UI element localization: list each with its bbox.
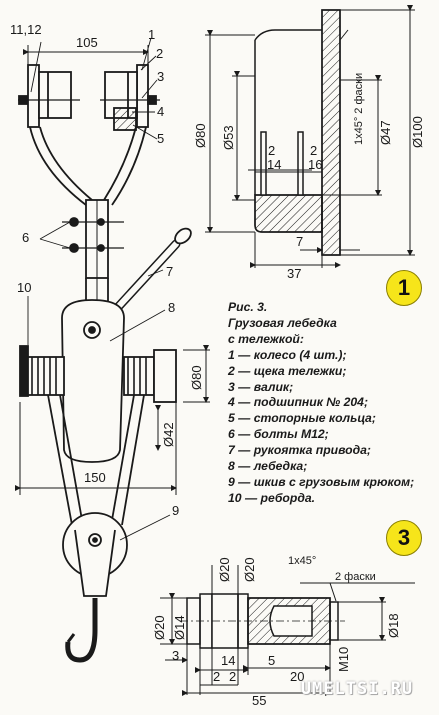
wheel-dim-total-width: 37 [287,266,301,281]
shaft-drawing [160,565,415,696]
wheel-dim-groove-right-width: 2 [310,143,317,158]
dim-pulley-diameter: Ø42 [161,422,176,447]
caption-item: 2 — щека тележки; [228,363,347,378]
shaft-dim-d14: Ø14 [172,615,187,640]
label-part-10: 10 [17,280,31,295]
caption-item: 4 — подшипник № 204; [228,395,369,410]
caption-item: 7 — рукоятка привода; [228,443,371,458]
caption-item: 3 — валик; [228,379,294,394]
label-part-3: 3 [157,69,164,84]
caption-item: 8 — лебедка; [228,459,308,474]
caption-subtitle-2: с тележкой: [228,331,304,346]
label-part-8: 8 [168,300,175,315]
label-part-4: 4 [157,104,164,119]
caption-title: Рис. 3. [228,300,268,314]
label-part-5: 5 [157,131,164,146]
caption-item: 1 — колесо (4 шт.); [228,347,347,362]
caption-item: 5 — стопорные кольца; [228,411,376,426]
shaft-dim-d20-b: Ø20 [242,557,257,582]
label-part-2: 2 [156,46,163,61]
label-part-11-12: 11,12 [10,22,42,37]
label-part-9: 9 [172,503,179,518]
caption-item: 9 — шкив с грузовым крюком; [228,474,415,489]
shaft-dim-thread: М10 [336,647,351,672]
dim-top-width: 105 [76,35,98,50]
label-part-7: 7 [166,264,173,279]
figure-badge-wheel: 1 [386,270,422,306]
wheel-dim-d100: Ø100 [410,116,425,148]
watermark-logo: UMELTSI.RU [300,679,414,699]
wheel-dim-groove-right-offset: 16 [308,157,322,172]
shaft-dim-g2b: 2 [229,669,236,684]
caption-subtitle-1: Грузовая лебедка [228,315,337,330]
shaft-dim-d20-a: Ø20 [217,557,232,582]
label-part-1: 1 [148,27,155,42]
figure-caption: Рис. 3. Грузовая лебедка с тележкой: 1 —… [228,300,438,507]
dim-drum-diameter: Ø80 [189,365,204,390]
shaft-dim-chamfer-2: 2 фаски [335,571,376,583]
caption-item: 6 — болты М12; [228,427,329,442]
shaft-dim-d20-left: Ø20 [152,615,167,640]
shaft-dim-l5: 5 [268,653,275,668]
shaft-dim-chamfer-1: 1x45° [288,555,316,567]
shaft-dim-g2a: 2 [213,669,220,684]
wheel-drawing [205,5,415,268]
label-part-6: 6 [22,230,29,245]
caption-item: 10 — реборда. [228,490,316,505]
shaft-dim-d18: Ø18 [386,613,401,638]
wheel-dim-groove-left-offset: 14 [267,157,281,172]
wheel-dim-chamfer: 1x45° 2 фаски [353,73,365,145]
wheel-dim-groove-left-width: 2 [268,143,275,158]
wheel-dim-d47: Ø47 [378,120,393,145]
shaft-dim-l14: 14 [221,653,235,668]
wheel-dim-rim-offset: 7 [296,234,303,249]
trolley-winch-drawing [15,37,210,663]
shaft-dim-l20: 20 [290,669,304,684]
figure-badge-shaft: 3 [386,520,422,556]
wheel-dim-d53: Ø53 [221,125,236,150]
shaft-dim-l3: 3 [172,648,179,663]
shaft-dim-l55: 55 [252,693,266,708]
dim-winch-width: 150 [84,470,106,485]
wheel-dim-d80: Ø80 [193,123,208,148]
